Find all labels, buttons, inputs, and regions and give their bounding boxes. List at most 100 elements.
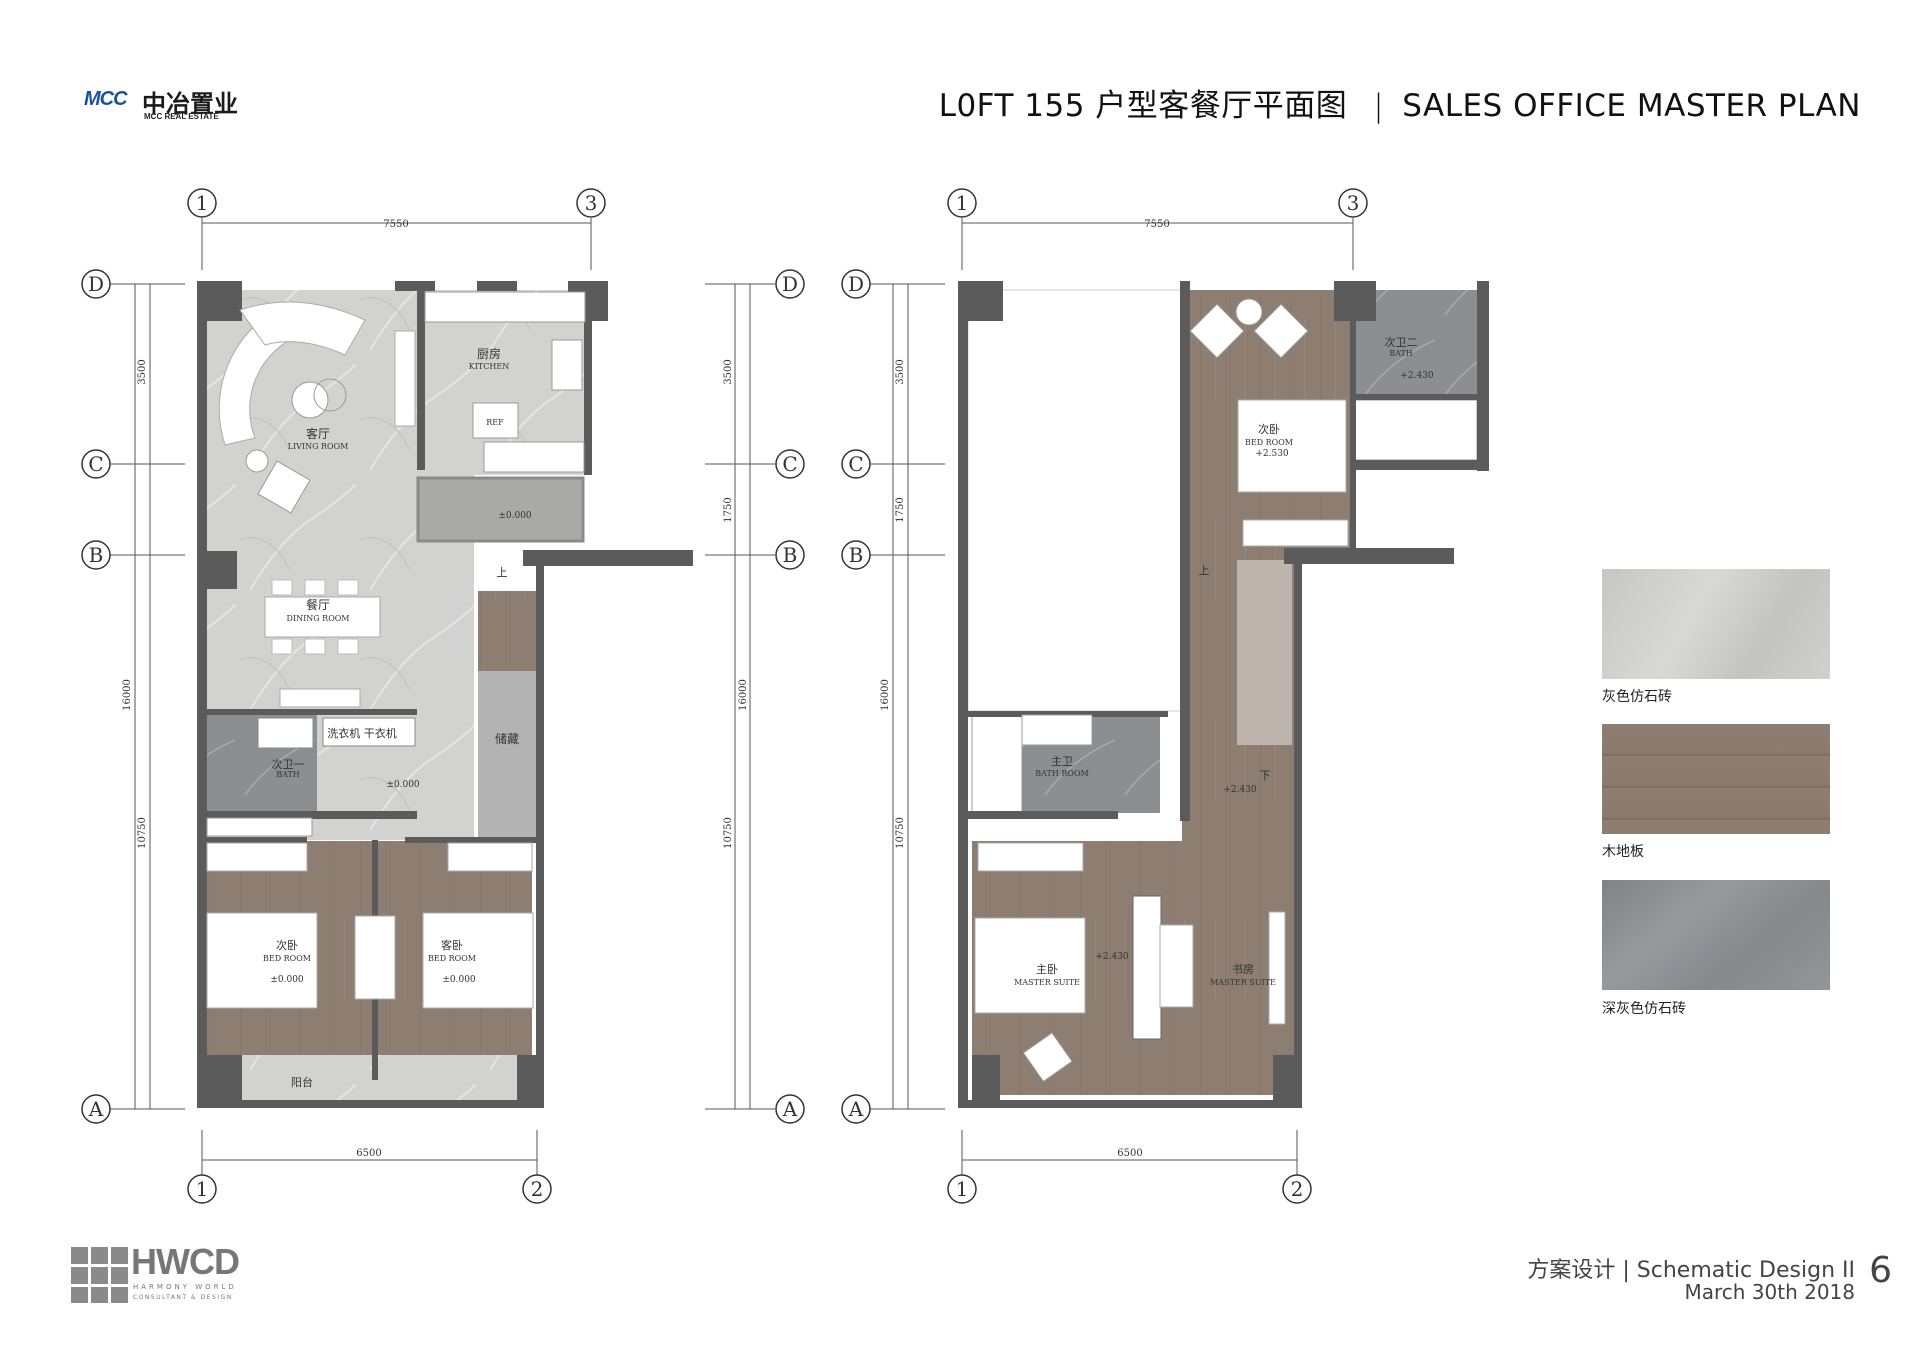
stair-up-label: 上	[497, 566, 508, 579]
hwcd-logo-text: HWCD	[131, 1241, 240, 1282]
armchair	[257, 460, 311, 514]
bath1-sink	[257, 717, 314, 749]
dark-grey-tile-swatch	[1602, 880, 1830, 990]
bath1-label-en: BATH	[276, 770, 300, 779]
title-en: SALES OFFICE MASTER PLAN	[1402, 88, 1861, 124]
dim-d-c: 3500	[895, 359, 906, 384]
hwcd-logo-sub1: HARMONY WORLD	[133, 1283, 237, 1291]
stair-down-label: 下	[1260, 769, 1271, 782]
upper-floor-plan	[870, 218, 1489, 1175]
hall-level: ±0.000	[386, 780, 420, 790]
dim-bottom: 6500	[356, 1148, 381, 1159]
balcony-label: 阳台	[291, 1075, 313, 1089]
stair	[478, 591, 536, 671]
dim-d-c: 3500	[137, 359, 148, 384]
axis-b: B	[783, 543, 798, 567]
bedroom1-label: 次卧	[276, 938, 298, 952]
axis-c: C	[782, 452, 797, 476]
axis-d: D	[848, 272, 864, 296]
double-height-void	[967, 289, 1183, 712]
kitchen-label-en: KITCHEN	[469, 362, 509, 371]
dim-total: 16000	[122, 679, 133, 711]
desk	[1159, 924, 1194, 1008]
kitchen-label: 厨房	[477, 346, 501, 361]
dim-b-a: 10750	[723, 817, 734, 849]
master-bath-sink	[1021, 714, 1093, 746]
axis-1: 1	[196, 191, 209, 215]
axis-bubbles	[81, 188, 1368, 1204]
axis-3: 3	[1347, 191, 1360, 215]
lounge-chair-2	[1253, 303, 1309, 359]
phase-separator: |	[1622, 1258, 1630, 1283]
hwcd-logo-blocks	[71, 1247, 128, 1303]
dim-top: 7550	[383, 219, 408, 230]
axis-d: D	[88, 272, 104, 296]
upper-bedroom-label-en: BED ROOM	[1245, 438, 1293, 447]
living-room-label-en: LIVING ROOM	[288, 442, 349, 451]
dim-b-a: 10750	[895, 817, 906, 849]
bed-upper	[1237, 399, 1347, 493]
legend-label: 灰色仿石砖	[1602, 689, 1672, 705]
bath2-label: 次卫二	[1385, 335, 1418, 349]
master-bedroom-label-en: MASTER SUITE	[1014, 978, 1080, 987]
title-separator: |	[1373, 88, 1385, 124]
page-title: L0FT 155 户型客餐厅平面图 | SALES OFFICE MASTER PL…	[939, 80, 1861, 125]
axis-d: D	[782, 272, 798, 296]
tv-cabinet	[394, 330, 416, 427]
walls-lower	[197, 281, 693, 1108]
room-labels-lower: 客厅 LIVING ROOM 厨房 KITCHEN REF ±0.000 上 餐…	[263, 346, 532, 1089]
reading-chair	[1022, 1032, 1073, 1083]
lounge-chair-1	[1189, 303, 1245, 359]
title-cn: L0FT 155 户型客餐厅平面图	[938, 88, 1348, 124]
master-wardrobe	[977, 842, 1084, 872]
corridor-level: +2.430	[1223, 785, 1257, 795]
axis-b: B	[849, 543, 864, 567]
walls-upper	[958, 281, 1489, 1108]
footer-phase: 方案设计 | Schematic Design II	[1527, 1252, 1855, 1284]
mcc-logo: MCC 中冶置业 MCC REAL ESTATE	[84, 84, 254, 124]
axis-c: C	[848, 452, 863, 476]
laundry-label: 洗衣机 干衣机	[327, 726, 397, 740]
axis-a: A	[88, 1097, 104, 1121]
master-level: +2.430	[1095, 952, 1129, 962]
wardrobe-1	[206, 842, 308, 872]
master-bath-label-en: BATH ROOM	[1035, 769, 1088, 778]
bed-1	[206, 912, 318, 1009]
bath1-label: 次卫一	[272, 757, 305, 771]
dining-chairs	[271, 579, 359, 655]
bedroom2-label-en: BED ROOM	[428, 954, 476, 963]
light-grey-tile-swatch	[1602, 569, 1830, 679]
footer-date: March 30th 2018	[1684, 1280, 1855, 1304]
axis-3: 3	[585, 191, 598, 215]
mcc-logo-en: MCC REAL ESTATE	[144, 112, 219, 121]
upper-bedroom-level: +2.530	[1255, 449, 1289, 459]
dim-total: 16000	[738, 679, 749, 711]
axis-a: A	[782, 1097, 798, 1121]
dim-c-b: 1750	[723, 497, 734, 522]
fridge-label: REF	[486, 418, 504, 427]
wood-floor-swatch	[1602, 724, 1830, 834]
living-room-label: 客厅	[306, 426, 330, 441]
bedroom2-label: 客卧	[441, 938, 463, 952]
legend-label: 深灰色仿石砖	[1602, 1001, 1686, 1017]
wardrobe-2	[447, 842, 533, 872]
shaft	[1353, 399, 1478, 461]
axis-labels: 1 3 1 2 D C B A D C B A 1 3 1 2 D C B A	[88, 191, 1360, 1201]
hwcd-logo: HWCD HARMONY WORLD CONSULTANT & DESIGN	[71, 1241, 271, 1307]
room-labels-upper: 次卫二 BATH +2.430 次卧 BED ROOM +2.530 上 下 +…	[1014, 335, 1434, 987]
dim-top: 7550	[1144, 219, 1169, 230]
bedroom1-label-en: BED ROOM	[263, 954, 311, 963]
axis-1: 1	[196, 1177, 209, 1201]
master-bed	[974, 917, 1086, 1014]
axis-b: B	[89, 543, 104, 567]
dim-b-a: 10750	[137, 817, 148, 849]
dining-room-label-en: DINING ROOM	[287, 614, 350, 623]
foyer-level: ±0.000	[498, 511, 532, 521]
dim-total: 16000	[880, 679, 891, 711]
legend-label: 木地板	[1602, 844, 1644, 860]
bed-2	[422, 912, 534, 1009]
mcc-logo-cn: 中冶置业	[142, 90, 238, 118]
cooktop	[551, 339, 583, 391]
dimension-labels: 7550 6500 7550 6500 3500 16000 10750 350…	[122, 219, 1170, 1159]
